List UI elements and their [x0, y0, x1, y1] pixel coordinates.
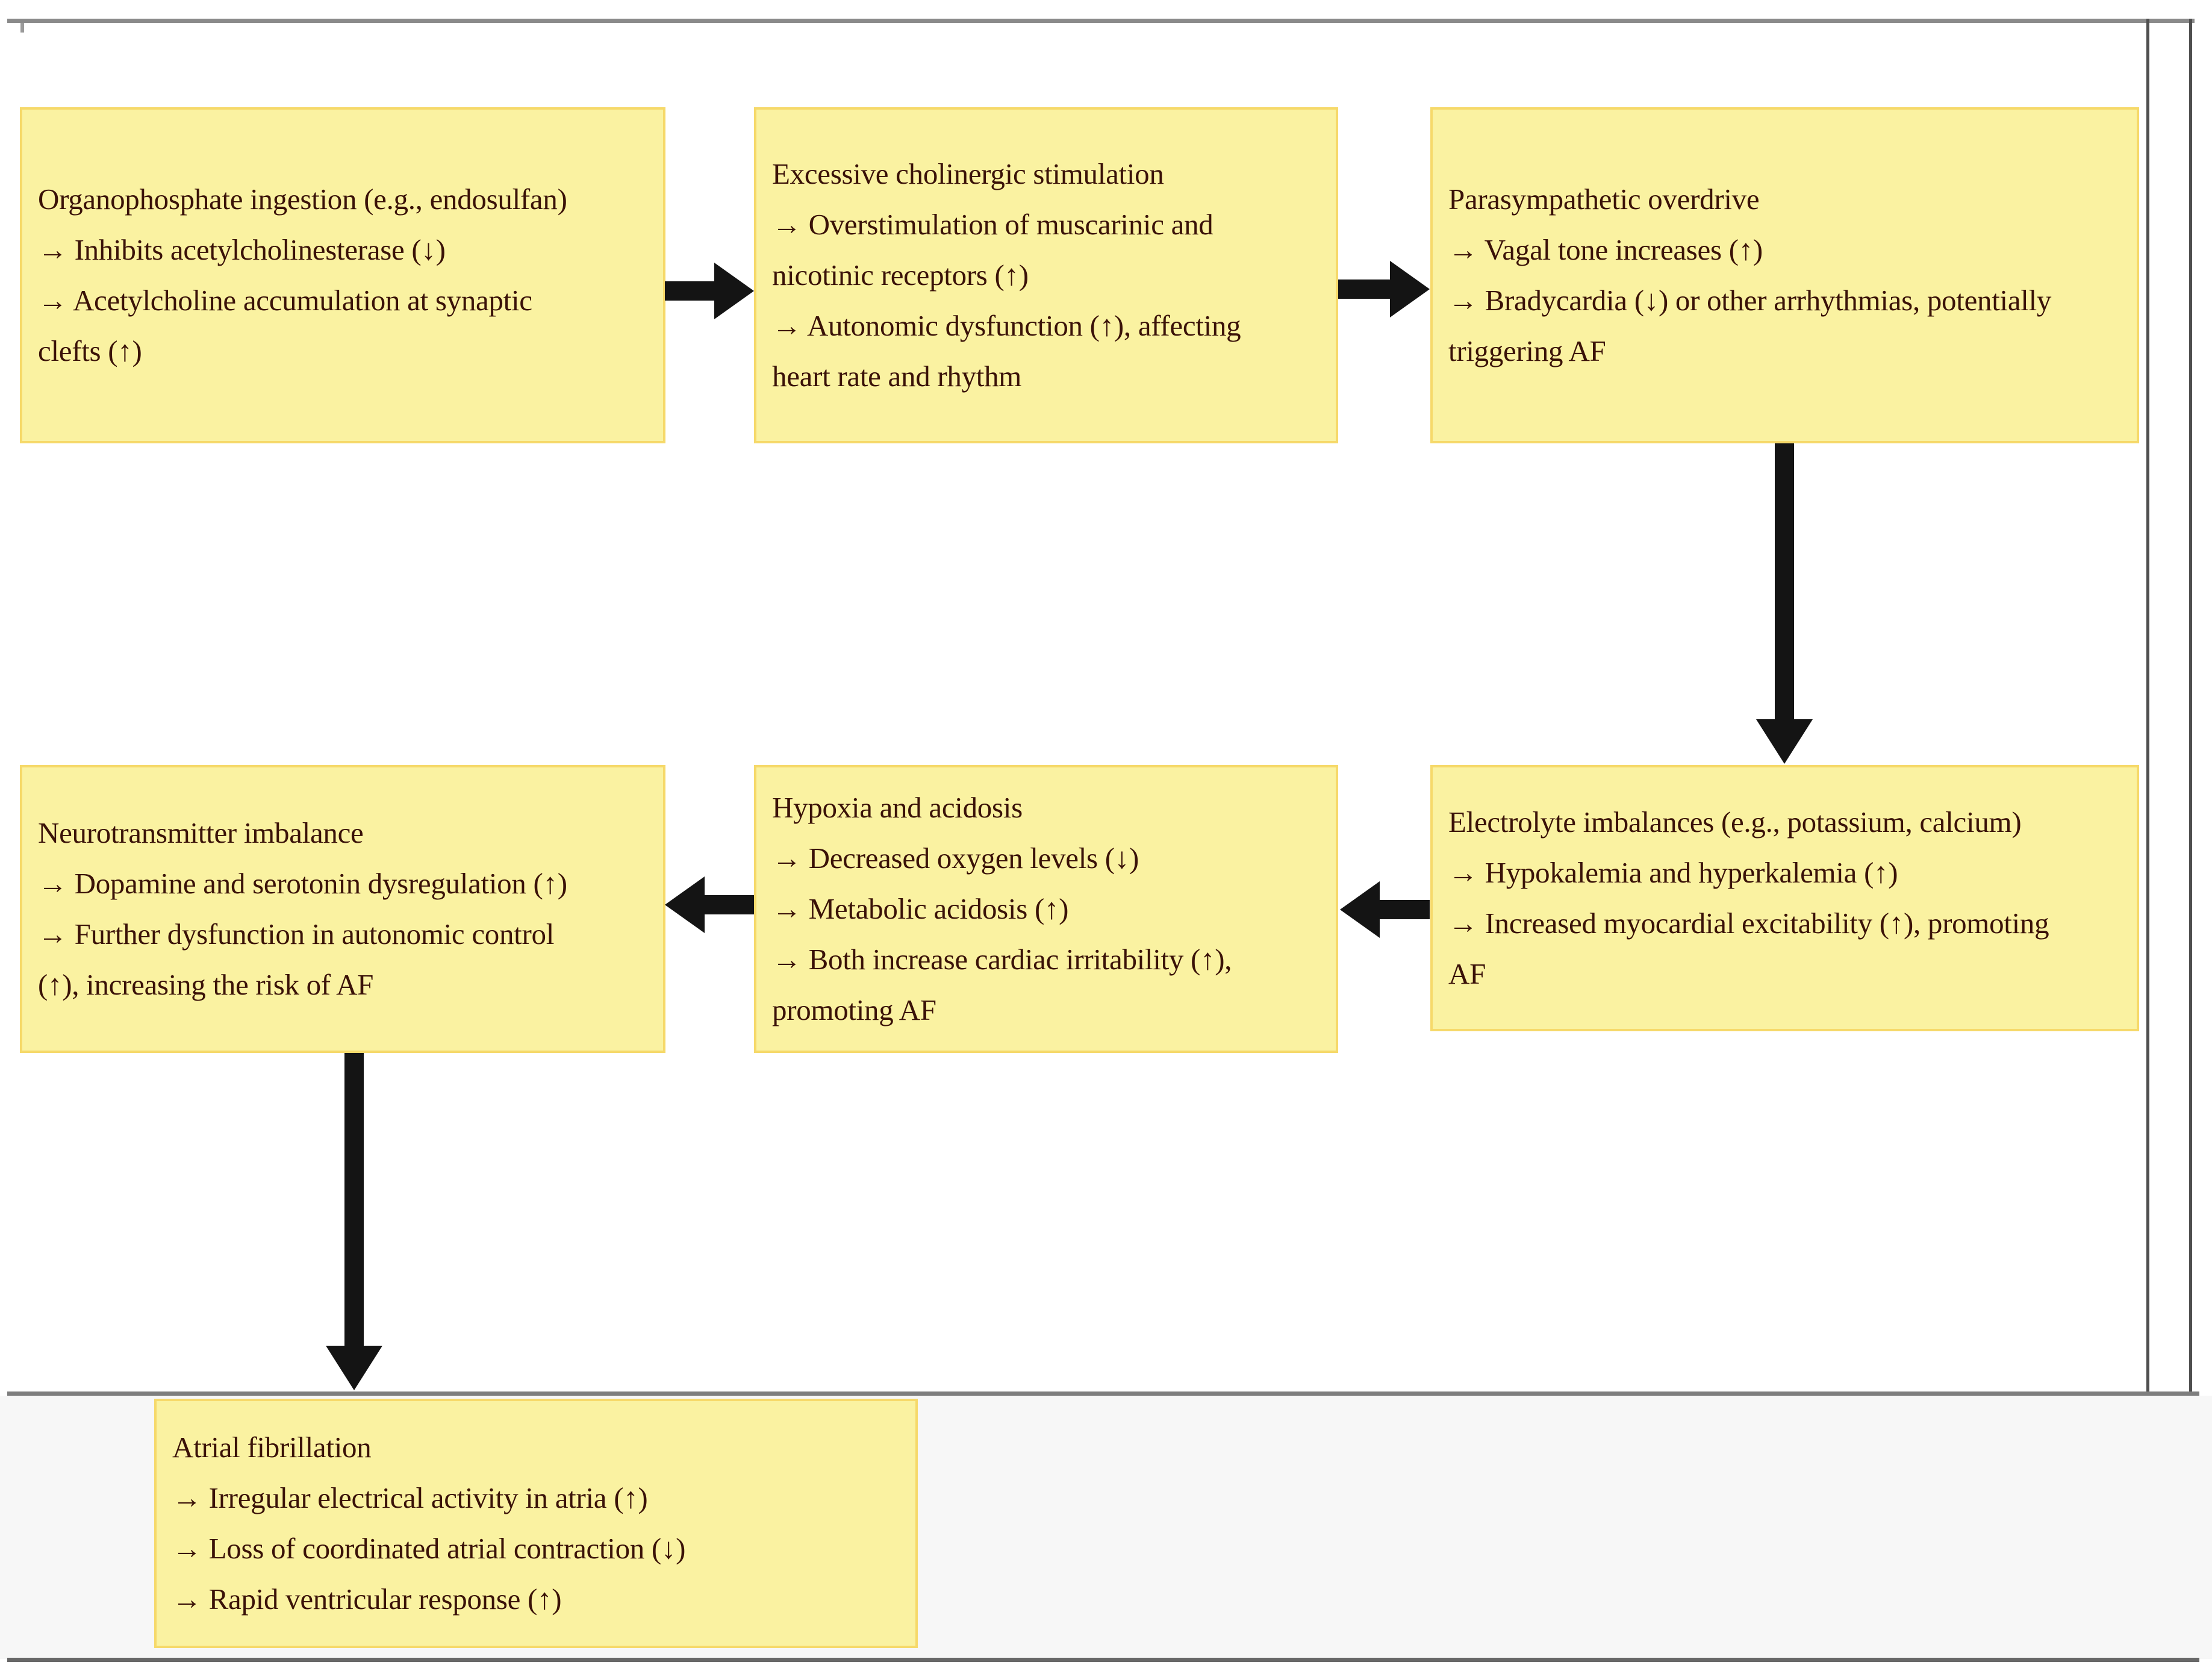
flow-arrow-down-icon: [326, 1053, 382, 1390]
box-line: Hypoxia and acidosis: [772, 791, 1023, 824]
box-line: → Both increase cardiac irritability (↑)…: [772, 943, 1232, 976]
frame-left-tick: [20, 23, 24, 33]
box-line: → Metabolic acidosis (↑): [772, 892, 1069, 925]
box-line: → Increased myocardial excitability (↑),…: [1448, 907, 2049, 940]
frame-right-inner-rule: [2146, 19, 2149, 1394]
frame-middle-rule: [7, 1391, 2199, 1396]
box-line: Excessive cholinergic stimulation: [772, 157, 1164, 190]
frame-right-outer-rule: [2189, 19, 2192, 1394]
arrow-shaft: [665, 281, 714, 301]
box-line: AF: [1448, 957, 1486, 990]
flow-arrow-left-icon: [1340, 881, 1430, 938]
box-line: → Rapid ventricular response (↑): [172, 1582, 562, 1616]
flow-arrow-left-icon: [665, 876, 754, 933]
box-line: → Vagal tone increases (↑): [1448, 233, 1763, 266]
box-line: heart rate and rhythm: [772, 360, 1022, 393]
arrow-shaft: [1338, 280, 1390, 299]
arrow-shaft: [344, 1053, 364, 1346]
box-atrial-fibrillation: Atrial fibrillation → Irregular electric…: [154, 1399, 918, 1648]
box-line: triggering AF: [1448, 334, 1606, 367]
box-line: Electrolyte imbalances (e.g., potassium,…: [1448, 805, 2022, 839]
box-line: Parasympathetic overdrive: [1448, 183, 1760, 216]
box-neurotransmitter-imbalance: Neurotransmitter imbalance → Dopamine an…: [20, 765, 665, 1053]
box-excessive-cholinergic-stimulation: Excessive cholinergic stimulation → Over…: [754, 107, 1338, 443]
arrow-shaft: [1775, 443, 1794, 719]
box-line: → Overstimulation of muscarinic and: [772, 208, 1213, 241]
box-line: → Hypokalemia and hyperkalemia (↑): [1448, 856, 1898, 889]
box-line: Neurotransmitter imbalance: [38, 816, 364, 849]
arrow-head: [1340, 881, 1380, 938]
box-line: → Further dysfunction in autonomic contr…: [38, 917, 555, 951]
arrow-shaft: [1380, 900, 1430, 919]
flow-arrow-right-icon: [665, 263, 754, 319]
box-line: → Acetylcholine accumulation at synaptic: [38, 284, 532, 317]
box-line: nicotinic receptors (↑): [772, 258, 1029, 292]
arrow-shaft: [705, 895, 754, 914]
arrow-head: [1756, 719, 1813, 764]
box-line: Organophosphate ingestion (e.g., endosul…: [38, 183, 567, 216]
flow-arrow-right-icon: [1338, 261, 1430, 317]
box-line: → Decreased oxygen levels (↓): [772, 842, 1139, 875]
box-line: Atrial fibrillation: [172, 1431, 372, 1464]
frame-top-rule: [7, 19, 2195, 23]
box-hypoxia-and-acidosis: Hypoxia and acidosis → Decreased oxygen …: [754, 765, 1338, 1053]
box-line: → Dopamine and serotonin dysregulation (…: [38, 867, 567, 900]
flow-arrow-down-icon: [1756, 443, 1813, 764]
box-line: clefts (↑): [38, 334, 142, 367]
arrow-head: [1390, 261, 1430, 317]
box-electrolyte-imbalances: Electrolyte imbalances (e.g., potassium,…: [1430, 765, 2139, 1031]
arrow-head: [714, 263, 754, 319]
box-line: → Loss of coordinated atrial contraction…: [172, 1532, 686, 1565]
box-parasympathetic-overdrive: Parasympathetic overdrive → Vagal tone i…: [1430, 107, 2139, 443]
box-line: → Irregular electrical activity in atria…: [172, 1481, 648, 1514]
box-line: → Autonomic dysfunction (↑), affecting: [772, 309, 1241, 342]
box-organophosphate-ingestion: Organophosphate ingestion (e.g., endosul…: [20, 107, 665, 443]
arrow-head: [326, 1346, 382, 1390]
box-line: → Bradycardia (↓) or other arrhythmias, …: [1448, 284, 2052, 317]
frame-bottom-rule: [7, 1658, 2199, 1662]
box-line: promoting AF: [772, 993, 936, 1026]
box-line: → Inhibits acetylcholinesterase (↓): [38, 233, 446, 266]
arrow-head: [665, 876, 705, 933]
box-line: (↑), increasing the risk of AF: [38, 968, 374, 1001]
